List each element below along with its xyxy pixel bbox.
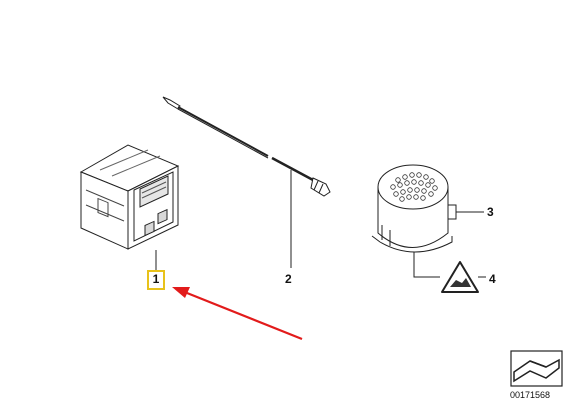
snap-box-icon xyxy=(510,350,563,387)
connector-housing-part[interactable] xyxy=(371,164,457,253)
leader-line-4 xyxy=(413,252,440,278)
callout-2[interactable]: 2 xyxy=(285,272,292,286)
catalog-number: 00171568 xyxy=(510,390,551,400)
callout-3[interactable]: 3 xyxy=(487,205,494,219)
callout-4[interactable]: 4 xyxy=(489,272,496,286)
callout-1[interactable]: 1 xyxy=(147,270,165,290)
control-unit-part[interactable] xyxy=(79,144,180,250)
warning-triangle-icon[interactable] xyxy=(441,261,479,293)
antenna-cable-part[interactable] xyxy=(162,96,331,197)
pointer-arrow xyxy=(172,287,303,341)
